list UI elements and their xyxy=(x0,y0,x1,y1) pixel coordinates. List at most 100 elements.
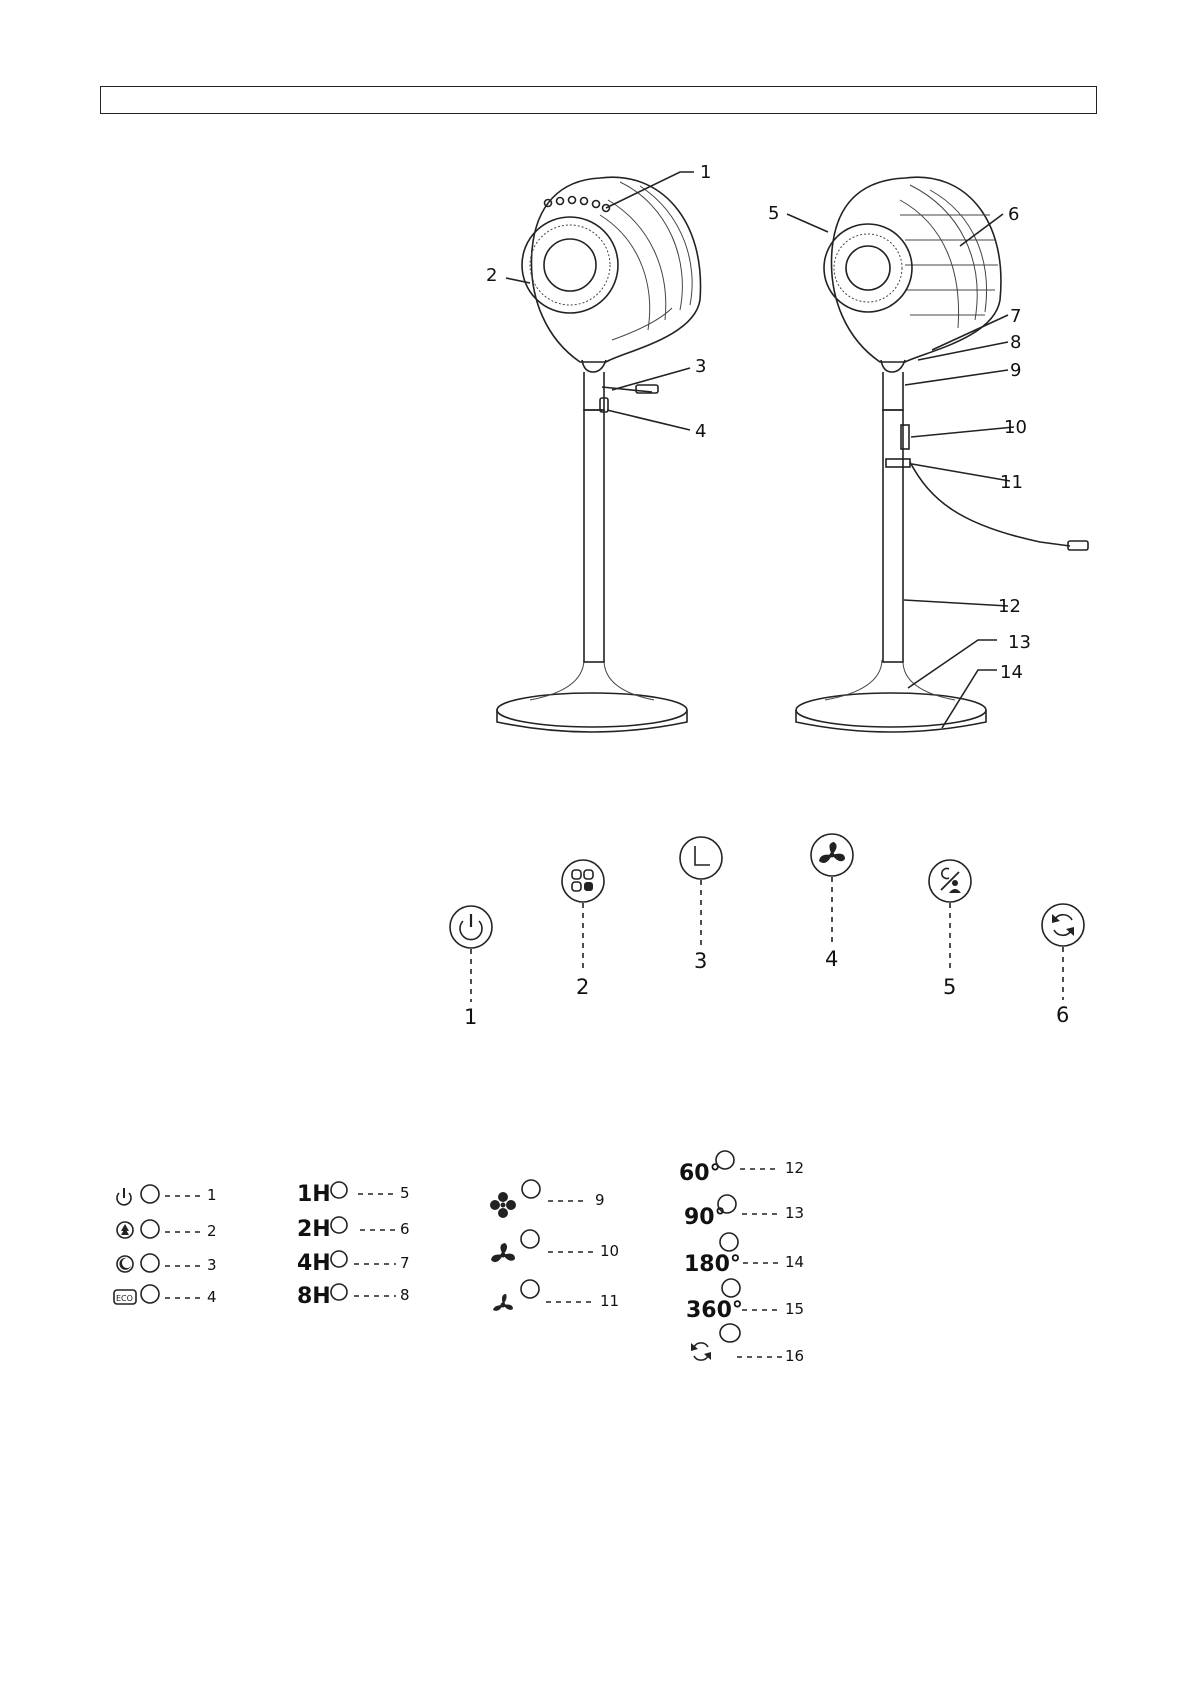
timer-indicators: 1H 5 2H 6 4H 7 8H xyxy=(297,1182,410,1309)
indicator-row: ECO 4 xyxy=(114,1285,217,1306)
natural-wind-icon xyxy=(117,1222,133,1238)
fan-high-icon xyxy=(490,1192,516,1218)
control-panel: 1 2 3 xyxy=(450,834,1084,1029)
indicator-light xyxy=(521,1280,539,1298)
indicator-number: 2 xyxy=(207,1222,217,1240)
indicator-light xyxy=(141,1220,159,1238)
indicator-number: 4 xyxy=(207,1288,217,1306)
back-label: 5 xyxy=(768,203,779,224)
power-icon xyxy=(117,1188,131,1205)
indicator-number: 13 xyxy=(785,1204,804,1222)
indicator-row: 11 xyxy=(493,1280,619,1311)
indicator-row: 4H 7 xyxy=(297,1251,410,1276)
indicator-row: 90° 13 xyxy=(684,1195,804,1230)
indicator-light xyxy=(720,1324,740,1342)
rotate-icon xyxy=(691,1343,711,1360)
oscillation-icon xyxy=(941,869,961,893)
eco-icon: ECO xyxy=(114,1290,136,1304)
mode-indicators: 1 2 xyxy=(114,1185,217,1306)
button-number: 5 xyxy=(943,975,956,999)
indicator-light xyxy=(716,1151,734,1169)
back-label: 6 xyxy=(1008,204,1019,225)
front-label: 1 xyxy=(700,162,711,183)
indicator-row: 1 xyxy=(117,1185,217,1205)
indicator-row: 10 xyxy=(491,1230,619,1262)
fan-speed-button[interactable] xyxy=(811,834,853,945)
indicator-row: 360° 15 xyxy=(686,1279,804,1323)
indicator-light xyxy=(141,1285,159,1303)
indicator-number: 16 xyxy=(785,1347,804,1365)
back-label: 11 xyxy=(1000,472,1023,493)
back-label: 8 xyxy=(1010,332,1021,353)
back-label: 9 xyxy=(1010,360,1021,381)
indicator-row: 180° 14 xyxy=(684,1233,804,1277)
indicator-number: 15 xyxy=(785,1300,804,1318)
indicator-row: 2 xyxy=(117,1220,217,1240)
power-icon xyxy=(460,914,482,940)
indicator-light xyxy=(141,1254,159,1272)
fan-front-illustration xyxy=(497,172,701,732)
timer-label: 2H xyxy=(297,1217,331,1242)
mode-button[interactable] xyxy=(562,860,604,972)
back-label: 12 xyxy=(998,596,1021,617)
indicator-light xyxy=(718,1195,736,1213)
indicator-row: 9 xyxy=(490,1180,605,1218)
indicator-light xyxy=(720,1233,738,1251)
indicator-number: 3 xyxy=(207,1256,217,1274)
timer-label: 8H xyxy=(297,1284,331,1309)
indicator-light xyxy=(331,1284,347,1300)
timer-icon xyxy=(695,846,710,865)
button-number: 2 xyxy=(576,975,589,999)
indicator-number: 12 xyxy=(785,1159,804,1177)
indicator-number: 14 xyxy=(785,1253,804,1271)
back-label: 14 xyxy=(1000,662,1023,683)
mode-icon xyxy=(572,870,593,891)
indicator-row: 1H 5 xyxy=(297,1182,410,1207)
angle-indicators: 60° 12 90° 13 180° 14 xyxy=(679,1151,804,1365)
indicator-light xyxy=(522,1180,540,1198)
back-label: 10 xyxy=(1004,417,1027,438)
indicator-number: 11 xyxy=(600,1292,619,1310)
indicator-row: 60° 12 xyxy=(679,1151,804,1186)
speed-indicators: 9 10 xyxy=(490,1180,619,1311)
fan-speed-icon xyxy=(819,842,845,863)
indicator-light xyxy=(331,1217,347,1233)
oscillation-button[interactable] xyxy=(929,860,971,972)
indicator-row: 2H 6 xyxy=(297,1217,410,1242)
indicator-light xyxy=(722,1279,740,1297)
back-label: 13 xyxy=(1008,632,1031,653)
indicator-number: 1 xyxy=(207,1186,217,1204)
timer-label: 1H xyxy=(297,1182,331,1207)
button-number: 1 xyxy=(464,1005,477,1029)
indicator-number: 6 xyxy=(400,1220,410,1238)
indicator-number: 8 xyxy=(400,1286,410,1304)
indicator-number: 9 xyxy=(595,1191,605,1209)
indicator-light xyxy=(331,1251,347,1267)
rotate-icon xyxy=(1052,914,1074,936)
indicator-row: 16 xyxy=(691,1324,804,1365)
indicator-legend: 1 2 xyxy=(114,1151,804,1365)
power-button[interactable] xyxy=(450,906,492,1002)
timer-label: 4H xyxy=(297,1251,331,1276)
angle-label: 180° xyxy=(684,1252,741,1277)
fan-medium-icon xyxy=(491,1243,515,1262)
button-number: 4 xyxy=(825,947,838,971)
rotate-button[interactable] xyxy=(1042,904,1084,1000)
button-number: 6 xyxy=(1056,1003,1069,1027)
front-label: 4 xyxy=(695,421,706,442)
fan-low-icon xyxy=(493,1294,513,1311)
indicator-row: 8H 8 xyxy=(297,1284,410,1309)
indicator-light xyxy=(331,1182,347,1198)
front-label: 3 xyxy=(695,356,706,377)
indicator-number: 7 xyxy=(400,1254,410,1272)
angle-label: 60° xyxy=(679,1161,721,1186)
indicator-number: 10 xyxy=(600,1242,619,1260)
back-label: 7 xyxy=(1010,306,1021,327)
angle-label: 360° xyxy=(686,1298,743,1323)
front-label: 2 xyxy=(486,265,497,286)
fan-back-illustration xyxy=(787,177,1088,732)
eco-icon-text: ECO xyxy=(116,1294,133,1303)
timer-button[interactable] xyxy=(680,837,722,945)
